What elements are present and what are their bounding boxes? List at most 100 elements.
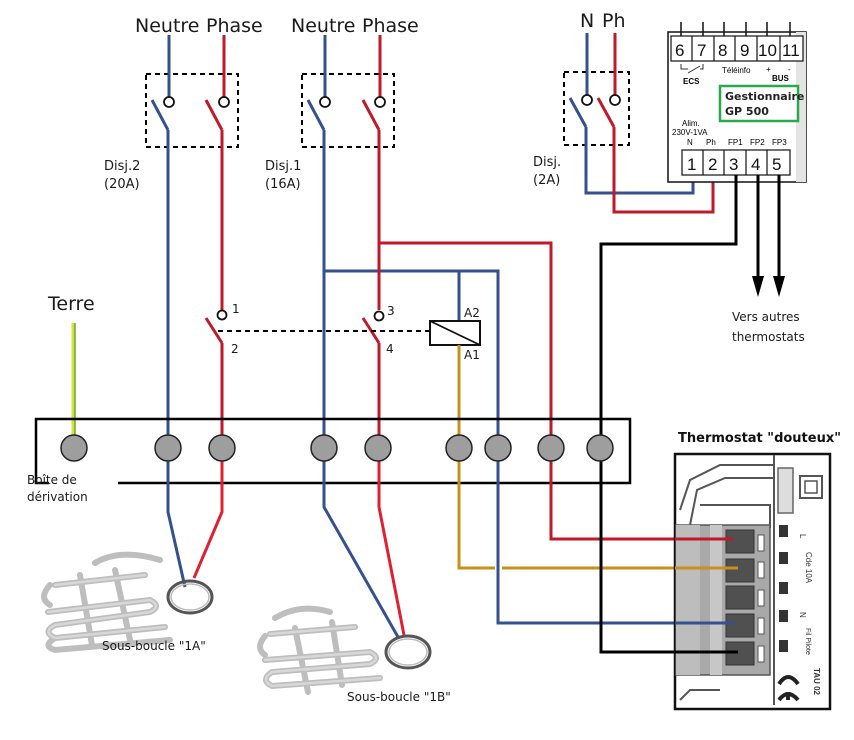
connector	[310, 434, 338, 462]
loop-1a-phase	[192, 460, 224, 579]
gp500-terminal-1: 1	[687, 155, 696, 174]
thermostat-label-l: L	[798, 534, 807, 539]
heating-loop-1a	[41, 551, 214, 654]
disj3-phase-label: Ph	[602, 10, 626, 32]
gp500-terminal-4: 4	[751, 155, 760, 174]
coil-label-a2: A2	[464, 306, 480, 320]
disj2-name: Disj.2	[104, 159, 140, 174]
disj2-phase-label: Phase	[206, 15, 263, 37]
gp500-label-fp2: FP2	[750, 138, 765, 147]
thermostat-phase-wire	[549, 460, 733, 541]
contact-label-2: 2	[231, 342, 239, 356]
gp500-title-line1: Gestionnaire	[725, 90, 804, 103]
gp500-bottom-terminal-block: 1 2 3 4 5	[681, 149, 791, 176]
gp500-top-terminal-block: 6 7 8 9 10 11	[670, 35, 804, 62]
connector	[445, 434, 473, 462]
thermostat-control-wire	[457, 460, 738, 570]
contact-icon	[581, 94, 593, 106]
loop-1a-neutral	[166, 460, 187, 588]
pilot-wire-fp2-fp3	[752, 175, 785, 297]
breaker-disj1	[301, 35, 395, 148]
disj3-neutral-label: N	[580, 10, 594, 32]
junction-box-label-line1: Boîte de	[27, 473, 77, 487]
loop-1b-neutral	[322, 460, 400, 638]
thermostat-label-cde: Cde 10A	[804, 552, 813, 584]
disj2-rating: (20A)	[104, 177, 140, 192]
ce-mark-icon	[777, 675, 800, 702]
gp500-label-fp3: FP3	[772, 138, 787, 147]
gp500-terminal-3: 3	[729, 155, 738, 174]
gp500-label-fp1: FP1	[728, 138, 743, 147]
thermostat-label-fil-pilote: Fil Pilote	[804, 628, 811, 655]
gp500-terminal-9: 9	[740, 41, 749, 60]
contact-icon	[374, 96, 386, 108]
contact-label-4: 4	[386, 342, 394, 356]
contact-icon	[163, 96, 175, 108]
loop-1b-phase	[377, 460, 406, 636]
heating-loop-1b	[257, 605, 432, 695]
gestionnaire-gp500: 6 7 8 9 10 11 ECS Téléinfo + - BUS Gesti…	[667, 22, 807, 183]
gp500-alim-line1: Alim.	[682, 119, 700, 128]
connector	[586, 434, 614, 462]
disj1-phase-label: Phase	[362, 15, 419, 37]
gp500-terminal-11: 11	[782, 41, 800, 60]
contact-icon	[216, 309, 228, 321]
connector	[364, 434, 392, 462]
connector-earth	[60, 434, 88, 462]
disj1-name: Disj.1	[265, 159, 301, 174]
connector	[484, 434, 512, 462]
gp500-bus-minus: -	[788, 65, 791, 74]
coil-label-a1: A1	[464, 348, 480, 362]
arrows-label-line1: Vers autres	[732, 310, 800, 324]
disj1-neutral-label: Neutre	[291, 15, 355, 37]
gp500-terminal-10: 10	[758, 41, 777, 60]
gp500-title-box	[718, 84, 800, 123]
gp500-terminal-8: 8	[718, 41, 727, 60]
connector	[537, 434, 565, 462]
thermostat-label-n: N	[798, 612, 807, 618]
gp500-teleinfo-label: Téléinfo	[722, 66, 751, 75]
thermostat-device: L Cde 10A N Fil Pilote TAU 02	[673, 452, 832, 711]
breaker-disj3	[563, 33, 715, 214]
gp500-bus-plus: +	[766, 65, 771, 74]
contact-icon	[373, 310, 385, 322]
gp500-terminal-2: 2	[708, 155, 717, 174]
gp500-terminal-7: 7	[697, 41, 706, 60]
gp500-terminal-6: 6	[675, 41, 684, 60]
contactor-coil	[429, 320, 481, 346]
junction-box-label-line2: dérivation	[27, 490, 88, 504]
disj1-rating: (16A)	[265, 177, 301, 192]
gp500-title-line2: GP 500	[725, 105, 769, 118]
arrows-label-line2: thermostats	[732, 330, 805, 344]
junction-connectors	[60, 434, 614, 462]
loop-1b-label: Sous-boucle "1B"	[347, 690, 451, 704]
relay-neutral-wire	[324, 269, 500, 446]
gp500-bus-label: BUS	[772, 74, 790, 83]
gp500-label-n: N	[687, 138, 693, 147]
connector	[208, 434, 236, 462]
disj3-name: Disj.	[533, 155, 561, 170]
connector	[154, 434, 182, 462]
disj2-neutral-label: Neutre	[135, 15, 199, 37]
pilot-wire-fp1	[599, 175, 738, 448]
contact-label-3: 3	[387, 304, 395, 318]
breaker-disj2	[145, 35, 239, 148]
junction-box: Boîte de dérivation	[27, 417, 632, 504]
thermostat-model: TAU 02	[812, 668, 821, 696]
thermostat-neutral-wire	[496, 460, 735, 625]
earth-label: Terre	[47, 293, 95, 315]
contact-icon	[319, 96, 331, 108]
contact-icon	[218, 96, 230, 108]
contact-icon	[609, 94, 621, 106]
arrow-down-icon	[752, 276, 764, 297]
gp500-alim-line2: 230V-1VA	[672, 128, 708, 137]
gp500-ecs-label: ECS	[683, 77, 700, 86]
arrow-down-icon	[773, 276, 785, 297]
contact-label-1: 1	[232, 302, 240, 316]
gp500-label-ph: Ph	[706, 138, 716, 147]
disj3-rating: (2A)	[533, 173, 560, 188]
thermostat-title: Thermostat "douteux"	[678, 431, 841, 446]
gp500-terminal-5: 5	[772, 155, 781, 174]
loop-1a-label: Sous-boucle "1A"	[102, 639, 206, 653]
